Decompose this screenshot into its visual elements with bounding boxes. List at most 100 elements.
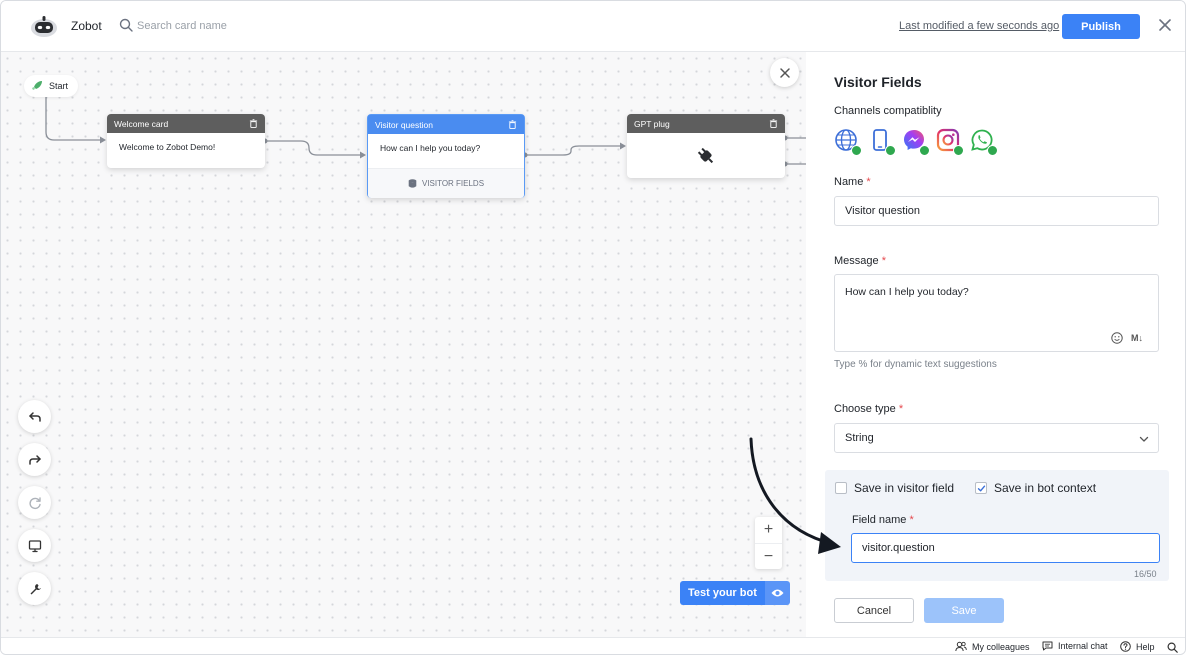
node-title: GPT plug xyxy=(634,118,670,129)
trash-icon[interactable] xyxy=(769,119,778,128)
brand-name: Zobot xyxy=(71,19,102,33)
search-icon xyxy=(119,18,133,32)
settings-button[interactable] xyxy=(18,572,51,605)
canvas-close-button[interactable] xyxy=(770,58,799,87)
node-body xyxy=(627,133,785,178)
save-visitor-field-checkbox[interactable] xyxy=(835,482,847,494)
name-input[interactable] xyxy=(834,196,1159,226)
whatsapp-icon xyxy=(970,128,998,156)
close-icon[interactable] xyxy=(1157,17,1173,33)
test-bot-label: Test your bot xyxy=(680,581,765,605)
eye-icon xyxy=(764,581,790,605)
instagram-icon xyxy=(936,128,964,156)
name-label: Name * xyxy=(834,176,871,188)
node-header: Welcome card xyxy=(107,114,265,133)
type-label-text: Choose type xyxy=(834,403,896,415)
markdown-icon[interactable]: M↓ xyxy=(1131,333,1143,343)
plug-icon xyxy=(697,147,714,163)
node-header: Visitor question xyxy=(368,115,524,134)
save-options-box: Save in visitor field Save in bot contex… xyxy=(825,470,1169,581)
messenger-icon xyxy=(902,128,930,156)
internal-chat-button[interactable]: Internal chat xyxy=(1042,641,1108,651)
message-label: Message * xyxy=(834,255,886,267)
field-name-label-text: Field name xyxy=(852,514,907,526)
reset-button[interactable] xyxy=(18,486,51,519)
type-select[interactable]: String xyxy=(834,423,1159,453)
name-label-text: Name xyxy=(834,176,864,188)
wrench-icon xyxy=(30,583,41,594)
required-mark: * xyxy=(866,176,871,188)
help-button[interactable]: Help xyxy=(1120,641,1155,652)
start-label: Start xyxy=(49,81,69,91)
test-bot-button[interactable]: Test your bot xyxy=(680,581,790,605)
message-textarea[interactable]: How can I help you today? M↓ xyxy=(834,274,1159,352)
cancel-button[interactable]: Cancel xyxy=(834,598,914,623)
search-input[interactable] xyxy=(137,16,337,36)
bottom-bar: My colleagues Internal chat Help xyxy=(1,637,1185,654)
visitor-fields-label: VISITOR FIELDS xyxy=(421,179,485,188)
node-title: Welcome card xyxy=(114,118,169,129)
flow-canvas[interactable]: Start Welcome card Welcome to Zobot Demo… xyxy=(1,52,806,637)
save-visitor-field-option[interactable]: Save in visitor field xyxy=(835,481,954,495)
preview-button[interactable] xyxy=(18,529,51,562)
connector-visitor-gpt xyxy=(525,145,623,156)
node-message: How can I help you today? xyxy=(380,143,481,153)
undo-button[interactable] xyxy=(18,400,51,433)
message-label-text: Message xyxy=(834,255,879,267)
top-bar: Zobot Last modified a few seconds ago Pu… xyxy=(1,1,1185,52)
database-icon xyxy=(408,179,417,188)
checkmark-icon xyxy=(977,485,985,491)
node-message: Welcome to Zobot Demo! xyxy=(119,142,216,152)
start-node[interactable]: Start xyxy=(24,75,79,97)
my-colleagues-button[interactable]: My colleagues xyxy=(955,641,1030,652)
save-bot-context-checkbox[interactable] xyxy=(975,482,987,494)
node-title: Visitor question xyxy=(375,119,433,130)
node-welcome-card[interactable]: Welcome card Welcome to Zobot Demo! xyxy=(107,114,265,168)
globe-icon xyxy=(834,128,862,156)
chat-icon xyxy=(1042,641,1053,651)
message-hint: Type % for dynamic text suggestions xyxy=(834,359,997,370)
node-footer: VISITOR FIELDS xyxy=(368,168,524,198)
field-name-label: Field name * xyxy=(852,514,914,526)
last-modified-link[interactable]: Last modified a few seconds ago xyxy=(899,20,1060,32)
zoom-in-button[interactable]: + xyxy=(763,521,774,538)
emoji-icon[interactable] xyxy=(1111,332,1123,344)
monitor-icon xyxy=(28,539,41,552)
save-bot-context-option[interactable]: Save in bot context xyxy=(975,481,1096,495)
help-label: Help xyxy=(1136,641,1155,652)
search-icon[interactable] xyxy=(1167,642,1178,653)
type-label: Choose type * xyxy=(834,403,903,415)
undo-icon xyxy=(28,411,41,422)
visitor-fields-panel: Visitor Fields Channels compatiblity xyxy=(806,52,1185,637)
help-icon xyxy=(1120,641,1131,652)
node-header: GPT plug xyxy=(627,114,785,133)
rocket-icon xyxy=(32,81,42,90)
type-select-value: String xyxy=(845,432,874,444)
panel-title: Visitor Fields xyxy=(834,74,922,90)
required-mark: * xyxy=(881,255,886,267)
field-name-input[interactable] xyxy=(851,533,1160,563)
channel-icons xyxy=(834,128,998,156)
connector-start-welcome xyxy=(45,97,104,141)
save-visitor-field-label: Save in visitor field xyxy=(854,481,955,495)
users-icon xyxy=(955,641,967,652)
zoom-out-button[interactable]: − xyxy=(755,543,782,569)
node-gpt-plug[interactable]: GPT plug xyxy=(627,114,785,178)
node-visitor-question[interactable]: Visitor question How can I help you toda… xyxy=(367,114,525,198)
internal-chat-label: Internal chat xyxy=(1058,641,1108,651)
message-text: How can I help you today? xyxy=(845,286,969,298)
my-colleagues-label: My colleagues xyxy=(972,641,1030,652)
zobot-logo-icon xyxy=(31,16,57,37)
trash-icon[interactable] xyxy=(508,120,517,129)
channels-label: Channels compatiblity xyxy=(834,105,942,117)
required-mark: * xyxy=(909,514,914,526)
save-button[interactable]: Save xyxy=(924,598,1004,623)
field-name-counter: 16/50 xyxy=(1134,569,1157,579)
publish-button[interactable]: Publish xyxy=(1062,14,1140,39)
save-bot-context-label: Save in bot context xyxy=(994,481,1097,495)
trash-icon[interactable] xyxy=(249,119,258,128)
mobile-icon xyxy=(868,128,896,156)
redo-button[interactable] xyxy=(18,443,51,476)
redo-icon xyxy=(28,454,41,465)
